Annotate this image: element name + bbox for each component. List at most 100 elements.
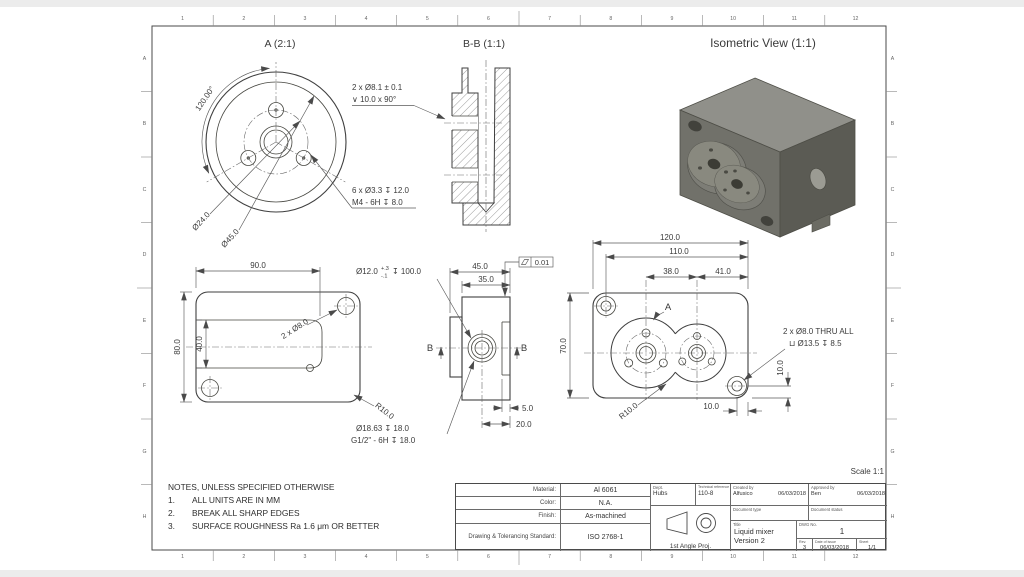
frame-ruler-label: 8 [609, 15, 613, 22]
frame-ruler-label: F [890, 383, 895, 390]
frame-ruler-label: 2 [242, 15, 246, 22]
frame-ruler-label: 2 [242, 553, 246, 560]
section-b-title: B-B (1:1) [463, 38, 505, 50]
frame-ruler-label: 1 [181, 15, 185, 22]
frame-ruler-label: C [890, 186, 895, 193]
front-hole-callout: 2 x Ø8.0 THRU ALL ⊔ Ø13.5 ↧ 8.5 [743, 327, 854, 381]
side-view: B B 45.0 35.0 5.0 20.0 0.01 Ø12.0 +.3 -.… [351, 256, 554, 445]
drawing-frame: Scale 1:1 [137, 11, 901, 565]
iso-side-port-hole [809, 167, 827, 191]
techref-value: 110-8 [698, 490, 714, 497]
countersink-callout-line2: ∨ 10.0 x 90° [352, 95, 396, 104]
scale-note: Scale 1:1 [851, 467, 885, 476]
frame-ruler-label: 5 [425, 15, 429, 22]
detail-a-dia24-dim: Ø24.0 [190, 210, 212, 232]
detail-a-dia45-dim: Ø45.0 [219, 227, 241, 249]
note-item: 3. SURFACE ROUGHNESS Ra 1.6 μm OR BETTER [168, 520, 379, 533]
drawing-title-line1: Liquid mixer [734, 527, 774, 536]
front-view: 120.0 110.0 38.0 41.0 70.0 10.0 10.0 R10… [559, 233, 854, 421]
standard-value: ISO 2768-1 [561, 524, 651, 551]
frame-ruler-label: E [890, 317, 895, 324]
frame-ruler-label: 6 [487, 553, 490, 560]
frame-ruler-label: G [142, 448, 147, 455]
iso-corner-hole-bottom [760, 216, 774, 226]
iso-bottom-notch [811, 213, 831, 233]
frame-ruler-label: B [142, 121, 147, 128]
frame-ruler-label: 5 [425, 553, 429, 560]
document-type-cell: Document type [731, 506, 809, 521]
iso-corner-hole-top [688, 120, 702, 132]
notes-heading: NOTES, UNLESS SPECIFIED OTHERWISE [168, 482, 335, 492]
frame-ruler-label: 9 [670, 15, 674, 22]
frame-ruler-label: 1 [181, 553, 185, 560]
flatness-value: 0.01 [535, 258, 550, 267]
side-dim-20: 20.0 [516, 420, 532, 429]
frame-ruler-label: D [890, 252, 895, 259]
frame-ruler-label: 8 [609, 553, 613, 560]
frame-ruler-label: 12 [852, 553, 859, 560]
note-number: 1. [168, 495, 175, 505]
frame-ruler-label: 11 [791, 553, 797, 560]
drawing-title-line2: Version 2 [734, 535, 765, 545]
frame-ruler-label: D [142, 252, 147, 259]
approved-by-value: Ben [811, 491, 821, 497]
frame-ruler-label: 4 [364, 15, 368, 22]
rev-value: 3 [802, 545, 807, 551]
back-height-dim: 80.0 [173, 339, 182, 355]
date-of-issue-cell: Date of issue 06/03/2018 [813, 539, 857, 551]
front-dim-10v: 10.0 [776, 360, 785, 376]
front-dim-120: 120.0 [660, 233, 681, 242]
projection-cell: 1st Angle Proj. [651, 506, 731, 551]
detail-a-title: A (2:1) [265, 38, 296, 50]
document-status-cell: Document status [809, 506, 887, 521]
frame-ruler-label: F [142, 383, 147, 390]
back-width-dim: 90.0 [250, 261, 266, 270]
port-callout-line2: G1/2" - 6H ↧ 18.0 [351, 436, 416, 445]
port-callout-line1: Ø18.63 ↧ 18.0 [356, 424, 410, 433]
material-value: Al 6061 [561, 484, 651, 497]
front-dim-110: 110.0 [669, 247, 689, 256]
frame-ruler-label: 9 [670, 553, 674, 560]
sheet-value: 1/1 [867, 545, 877, 551]
frame-ruler-label: A [142, 55, 147, 62]
section-view-b-b: B-B (1:1) [444, 38, 511, 232]
frame-ruler-label: C [142, 186, 147, 193]
note-item: 1.ALL UNITS ARE IN MM [168, 494, 379, 507]
tap-callout-line2: M4 - 6H ↧ 8.0 [352, 198, 403, 207]
front-dim-38: 38.0 [663, 267, 679, 276]
note-text: SURFACE ROUGHNESS Ra 1.6 μm OR BETTER [192, 521, 380, 531]
frame-ruler-label: 10 [730, 553, 737, 560]
bore-tol-plus: +.3 [381, 266, 389, 272]
note-number: 3. [168, 521, 175, 531]
sheet-cell: Sheet 1/1 [857, 539, 887, 551]
front-dim-10h: 10.0 [703, 402, 719, 411]
date-of-issue-value: 06/03/2018 [819, 545, 849, 551]
created-by-value: Alfusico [733, 491, 753, 497]
detail-view-a: A (2:1) 120.00° Ø24.0 Ø45.0 2 x Ø8.1 ± 0… [190, 38, 446, 249]
frame-ruler-label: G [890, 448, 895, 455]
frame-ruler-label: 3 [303, 553, 307, 560]
frame-ruler-label: 7 [548, 15, 552, 22]
standard-label: Drawing & Tolerancing Standard: [456, 524, 561, 551]
first-angle-projection-symbol [666, 511, 716, 535]
frame-ruler-label: 10 [730, 15, 737, 22]
flatness-tolerance-frame: 0.01 [502, 256, 554, 297]
notes-block: NOTES, UNLESS SPECIFIED OTHERWISE 1.ALL … [168, 481, 379, 533]
bore-tol-minus: -.1 [381, 274, 387, 280]
bottom-letterbox-bar [0, 570, 1024, 577]
isometric-title: Isometric View (1:1) [710, 36, 816, 50]
dwg-no-cell: DWG No. 1 [797, 521, 887, 539]
top-letterbox-bar [0, 0, 1024, 7]
tap-callout-line1: 6 x Ø3.3 ↧ 12.0 [352, 186, 410, 195]
techref-cell: Technical reference 110-8 [696, 484, 731, 506]
isometric-view: Isometric View (1:1) [678, 36, 857, 238]
frame-ruler-label: H [142, 514, 147, 521]
front-hole-callout-line2: ⊔ Ø13.5 ↧ 8.5 [789, 339, 842, 348]
front-dim-41: 41.0 [715, 267, 731, 276]
back-slot-dim: 40.0 [195, 336, 204, 352]
sheet-label: Sheet [859, 540, 869, 544]
